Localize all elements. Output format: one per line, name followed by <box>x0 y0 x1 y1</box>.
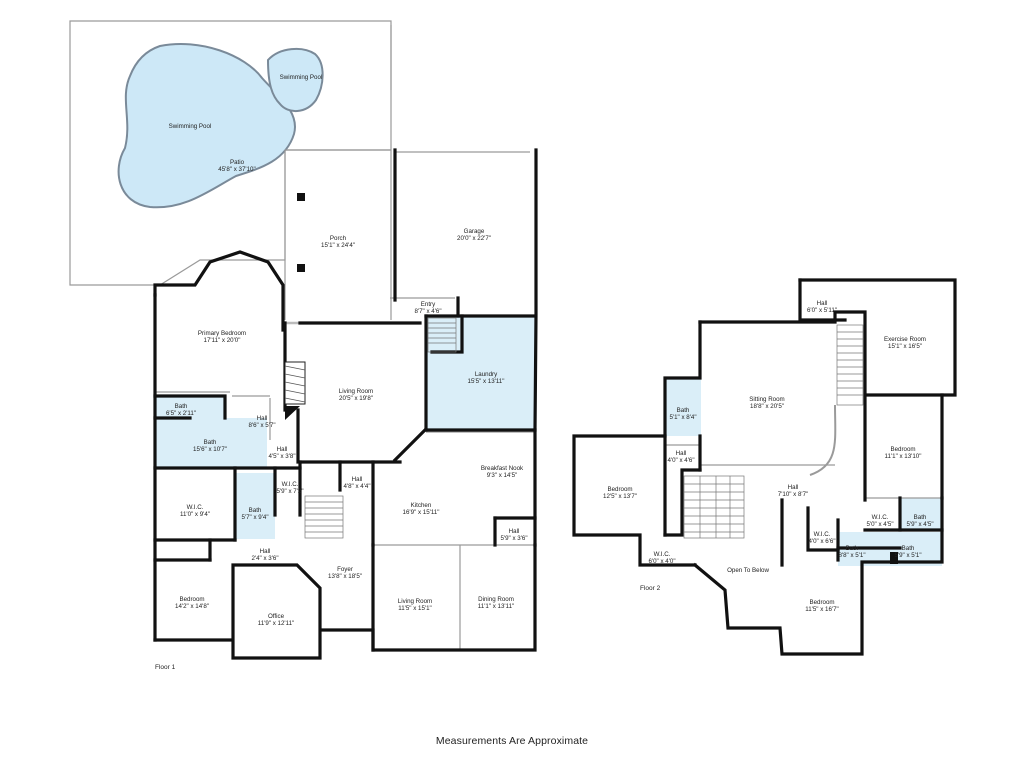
room-dimensions-label: 15'5" x 13'11" <box>468 378 505 385</box>
room-name-label: Laundry <box>475 371 498 378</box>
room-dimensions-label: 11'0" x 9'4" <box>180 511 210 518</box>
room-dimensions-label: 8'8" x 5'1" <box>838 552 865 559</box>
room-dimensions-label: 11'9" x 12'11" <box>258 620 294 627</box>
room-dimensions-label: 5'9" x 5'1" <box>894 552 921 559</box>
room-dimensions-label: 5'9" x 3'6" <box>500 535 527 542</box>
room-dimensions-label: 6'0" x 4'0" <box>648 558 675 565</box>
room-dimensions-label: 5'9" x 4'5" <box>906 521 933 528</box>
room-dimensions-label: 11'5" x 15'1" <box>398 605 431 612</box>
room-name-label: Open To Below <box>727 567 769 574</box>
room-name-label: Living Room <box>398 598 432 605</box>
room-dimensions-label: 2'4" x 3'6" <box>251 555 278 562</box>
room-dimensions-label: 14'2" x 14'8" <box>175 603 209 610</box>
room-dimensions-label: 13'8" x 18'5" <box>328 573 362 580</box>
room-dimensions-label: 15'1" x 16'5" <box>888 343 922 350</box>
stairs-icon <box>683 324 864 539</box>
room-name-label: Exercise Room <box>884 336 926 343</box>
room-name-label: Bath <box>914 514 927 521</box>
room-name-label: Hall <box>509 528 520 535</box>
room-dimensions-label: 7'10" x 8'7" <box>778 491 809 498</box>
room-name-label: Bedroom <box>179 596 204 603</box>
room-name-label: W.I.C. <box>282 481 299 488</box>
room-name-label: W.I.C. <box>654 551 671 558</box>
room-name-label: Hall <box>676 450 687 457</box>
room-name-label: Hall <box>257 415 268 422</box>
column-icon <box>890 552 898 564</box>
room-name-label: Bath <box>175 403 188 410</box>
room-name-label: Swimming Pool <box>169 123 212 130</box>
room-dimensions-label: 20'5" x 19'8" <box>339 395 373 402</box>
room-name-label: Swimming Pool <box>280 74 323 81</box>
floor1-walls <box>153 148 538 660</box>
porch-post-icon <box>297 193 305 201</box>
floor-label: Floor 1 <box>155 664 176 671</box>
room-name-label: Sitting Room <box>749 396 784 403</box>
floor1-wet-areas <box>155 316 536 539</box>
footer-note: Measurements Are Approximate <box>435 735 589 747</box>
room-dimensions-label: 8'6" x 5'7" <box>248 422 275 429</box>
room-name-label: Office <box>268 613 285 620</box>
room-dimensions-label: 12'5" x 13'7" <box>603 493 637 500</box>
room-name-label: Garage <box>464 228 485 235</box>
floor2-thin-walls <box>665 285 942 499</box>
room-name-label: W.I.C. <box>187 504 204 511</box>
room-name-label: W.I.C. <box>814 531 831 538</box>
room-name-label: Bath <box>902 545 915 552</box>
room-dimensions-label: 17'11" x 20'0" <box>204 337 241 344</box>
room-name-label: Bath <box>204 439 217 446</box>
room-name-label: Dining Room <box>478 596 514 603</box>
floor2-walls <box>572 278 957 656</box>
room-dimensions-label: 16'9" x 15'11" <box>403 509 440 516</box>
room-dimensions-label: 45'8" x 37'10" <box>218 166 255 173</box>
room-name-label: Hall <box>788 484 799 491</box>
room-dimensions-label: 5'0" x 4'5" <box>866 521 893 528</box>
room-dimensions-label: 11'1" x 13'11" <box>478 603 514 610</box>
room-name-label: Bedroom <box>809 599 834 606</box>
room-name-label: Hall <box>817 300 828 307</box>
room-name-label: Breakfast Nook <box>481 465 524 472</box>
room-name-label: Patio <box>230 159 245 166</box>
room-name-label: Kitchen <box>411 502 432 509</box>
room-name-label: Bath <box>846 545 859 552</box>
room-dimensions-label: 20'0" x 22'7" <box>457 235 491 242</box>
floor1-thin-walls <box>155 25 535 650</box>
room-dimensions-label: 9'3" x 14'5" <box>487 472 518 479</box>
room-dimensions-label: 4'8" x 4'4" <box>343 483 370 490</box>
fireplace-icon <box>284 361 306 420</box>
room-name-label: W.I.C. <box>872 514 889 521</box>
room-name-label: Bedroom <box>607 486 632 493</box>
room-name-label: Hall <box>277 446 288 453</box>
room-name-label: Porch <box>330 235 347 242</box>
room-name-label: Bath <box>677 407 690 414</box>
room-dimensions-label: 4'0" x 6'6" <box>808 538 835 545</box>
room-dimensions-label: 5'1" x 8'4" <box>669 414 696 421</box>
room-dimensions-label: 4'5" x 3'8" <box>268 453 295 460</box>
room-dimensions-label: 8'7" x 4'6" <box>414 308 441 315</box>
room-name-label: Living Room <box>339 388 373 395</box>
room-name-label: Hall <box>260 548 271 555</box>
room-name-label: Bedroom <box>890 446 915 453</box>
room-dimensions-label: 5'7" x 9'4" <box>241 514 268 521</box>
swimming-pool <box>117 43 324 209</box>
room-dimensions-label: 11'1" x 13'10" <box>885 453 922 460</box>
room-name-label: Primary Bedroom <box>198 330 246 337</box>
room-dimensions-label: 15'6" x 10'7" <box>193 446 227 453</box>
room-dimensions-label: 11'5" x 16'7" <box>805 606 838 613</box>
room-dimensions-label: 15'1" x 24'4" <box>321 242 355 249</box>
porch-post-icon <box>297 264 305 272</box>
stairs-icon <box>304 317 457 539</box>
floor-label: Floor 2 <box>640 585 661 592</box>
room-dimensions-label: 6'5" x 2'11" <box>166 410 196 417</box>
room-dimensions-label: 5'9" x 7'2" <box>276 488 303 495</box>
room-name-label: Bath <box>249 507 262 514</box>
room-dimensions-label: 6'0" x 5'11" <box>807 307 837 314</box>
room-dimensions-label: 18'8" x 20'5" <box>750 403 784 410</box>
room-dimensions-label: 4'0" x 4'6" <box>667 457 694 464</box>
room-name-label: Foyer <box>337 566 353 573</box>
room-name-label: Hall <box>352 476 363 483</box>
room-name-label: Entry <box>421 301 436 308</box>
